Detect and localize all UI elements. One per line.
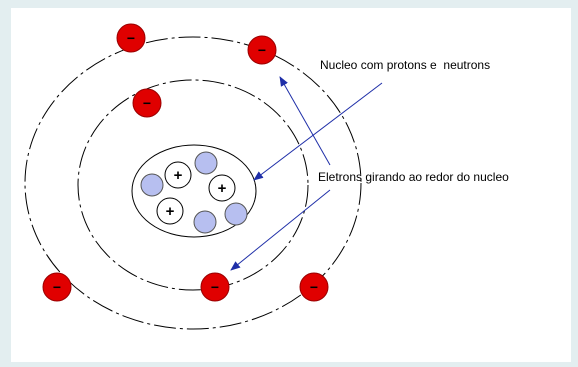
neutron [194, 151, 218, 175]
proton-sign: + [174, 167, 183, 184]
electron-sign: − [310, 279, 318, 295]
electron-pointer-arrow-outer [279, 76, 331, 166]
nucleus-label: Nucleo com protons e neutrons [320, 58, 491, 72]
neutron [224, 202, 248, 226]
nucleus-pointer-arrow [253, 82, 383, 181]
electron: − [132, 88, 162, 118]
proton [208, 174, 236, 202]
electron-sign: − [127, 30, 135, 46]
neutron [140, 173, 164, 197]
electron-sign: − [258, 42, 266, 58]
outer-orbit [24, 36, 362, 330]
electron: − [200, 272, 230, 302]
proton-sign: + [218, 180, 227, 197]
electron: − [116, 23, 146, 53]
proton [164, 161, 192, 189]
neutron [193, 210, 217, 234]
electron: − [247, 35, 277, 65]
electron-pointer-arrow-inner [230, 189, 331, 271]
electrons-label: Eletrons girando ao redor do nucleo [318, 170, 509, 184]
middle-orbit [77, 79, 309, 291]
electron: − [299, 272, 329, 302]
electron: − [42, 272, 72, 302]
proton-sign: + [166, 203, 175, 220]
diagram-canvas [11, 8, 571, 362]
electron-sign: − [143, 95, 151, 111]
electron-sign: − [53, 279, 61, 295]
electron-sign: − [211, 279, 219, 295]
proton [156, 197, 184, 225]
